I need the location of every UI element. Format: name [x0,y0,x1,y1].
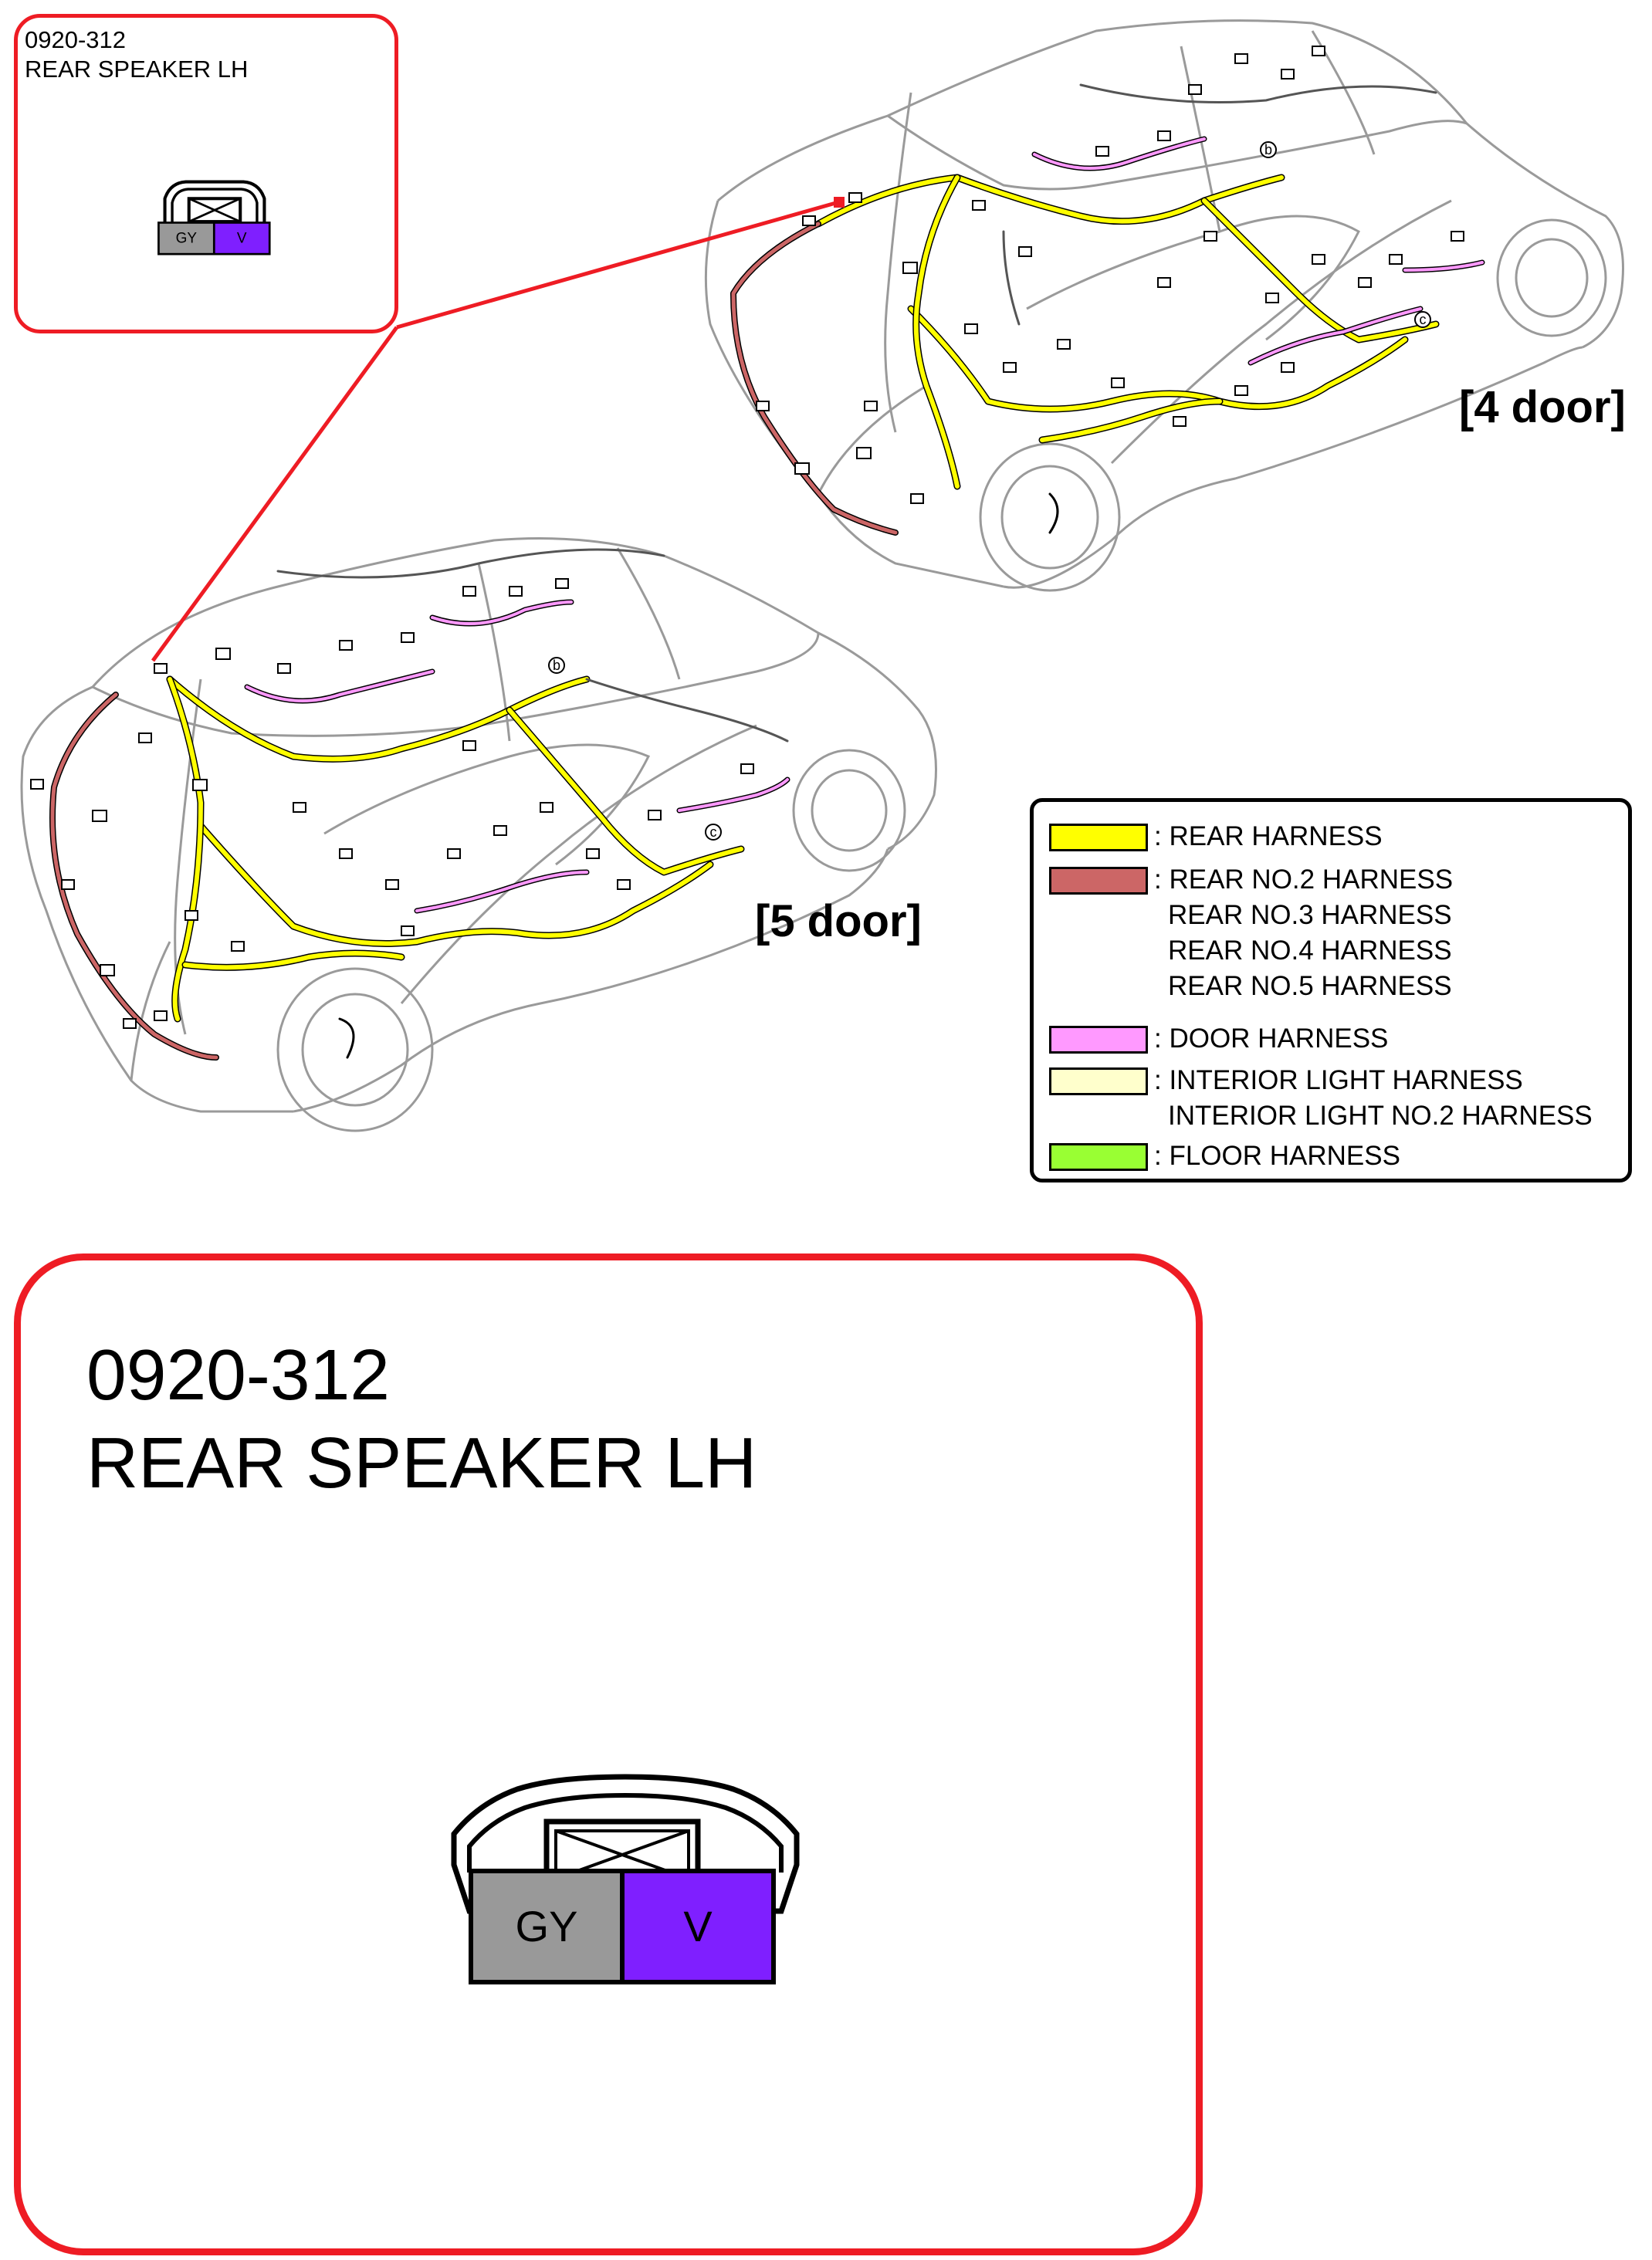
legend-label: : DOOR HARNESS [1154,1023,1389,1054]
harness-legend: : REAR HARNESS : REAR NO.2 HARNESS REAR … [1030,798,1632,1182]
connector-name-large: REAR SPEAKER LH [86,1423,757,1503]
car-4door-connectors [756,46,1464,504]
legend-swatch [1049,1026,1148,1054]
legend-swatch [1049,1067,1148,1095]
car-5door-markers: b c [548,657,722,841]
pin-v-small [212,222,271,255]
connector-code-large: 0920-312 [86,1335,391,1415]
car-5door-harness [49,548,790,1061]
legend-label: : REAR NO.2 HARNESS [1154,864,1454,895]
legend-label: : FLOOR HARNESS [1154,1141,1400,1171]
car-4door-harness [730,83,1485,536]
legend-label: REAR NO.5 HARNESS [1168,971,1452,1001]
pin-gy-large [469,1869,625,1984]
legend-label: REAR NO.4 HARNESS [1168,935,1452,966]
pin-gy-label-small: GY [176,231,198,247]
pin-gy-small [157,222,215,255]
view-label-5door: [5 door] [755,896,922,946]
legend-label: : INTERIOR LIGHT HARNESS [1154,1065,1523,1095]
marker-c-4door: c [1420,312,1427,327]
marker-b-4door: b [1264,142,1272,157]
legend-swatch [1049,867,1148,895]
legend-label: : REAR HARNESS [1154,821,1383,851]
connector-face-small: GY V [157,180,271,255]
view-label-4door: [4 door] [1459,382,1626,432]
pin-v-label-small: V [237,231,247,247]
marker-b-5door: b [553,658,560,673]
legend-swatch [1049,824,1148,851]
car-4door-outline [704,19,1624,592]
legend-label: INTERIOR LIGHT NO.2 HARNESS [1168,1101,1593,1131]
pin-v-large [620,1869,776,1984]
car-4door-markers: b c [1260,141,1431,328]
connector-name-small: REAR SPEAKER LH [25,56,249,83]
pin-gy-label-large: GY [516,1902,578,1950]
connector-callout-large [14,1253,1203,2255]
connector-location-marker [834,197,845,208]
legend-swatch [1049,1143,1148,1171]
callout-leader-lines [151,200,839,662]
harness-diagram: b c [20,19,1624,1132]
pin-v-label-large: V [683,1902,713,1950]
car-5door-outline [20,537,937,1132]
legend-label: REAR NO.3 HARNESS [1168,900,1452,930]
connector-callout-small [14,14,398,333]
marker-c-5door: c [710,824,717,840]
connector-code-small: 0920-312 [25,26,127,53]
connector-face-large: GY V [451,1774,800,1984]
car-5door-connectors [30,578,754,1029]
